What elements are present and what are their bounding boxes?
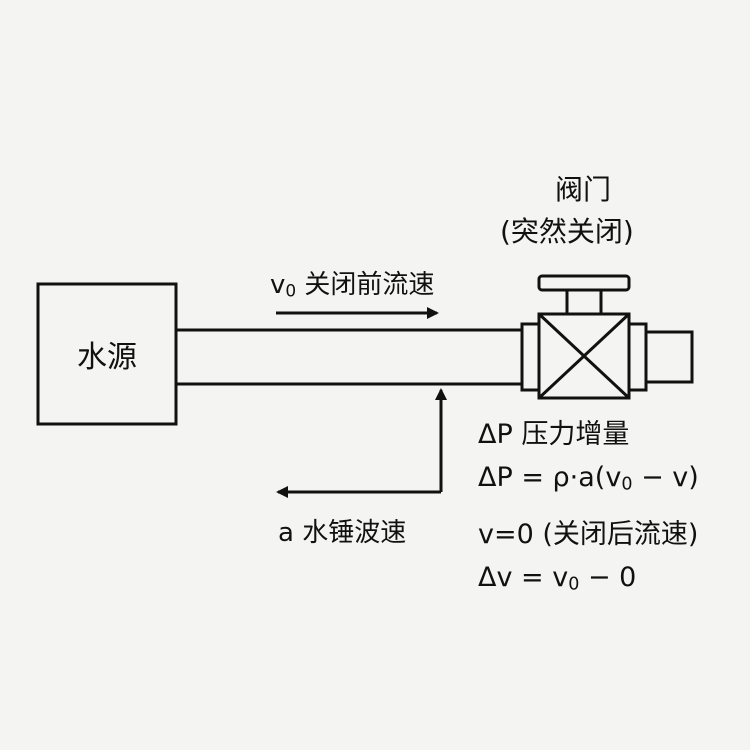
valve-title: 阀门 bbox=[555, 173, 612, 206]
equation-part: − v) bbox=[632, 462, 699, 493]
final-velocity-equation: v=0 (关闭后流速) bbox=[478, 519, 699, 550]
velocity-change-equation: Δv = v0 − 0 bbox=[478, 562, 636, 595]
water-source-label: 水源 bbox=[77, 340, 137, 375]
flow-velocity-text: 关闭前流速 bbox=[296, 270, 435, 300]
pipe bbox=[176, 328, 522, 386]
valve-cross-line bbox=[537, 312, 631, 400]
valve bbox=[520, 274, 694, 400]
valve-note: (突然关闭) bbox=[500, 215, 634, 248]
equation-subscript: 0 bbox=[568, 574, 580, 595]
wave-speed-label: a 水锤波速 bbox=[278, 518, 407, 548]
valve-outlet-pipe bbox=[644, 330, 694, 384]
water-source-box bbox=[36, 282, 178, 426]
equation-part: − 0 bbox=[579, 562, 637, 593]
pressure-increase-label: ΔP 压力增量 bbox=[478, 419, 630, 450]
equation-part: Δv = v bbox=[478, 562, 569, 593]
flow-velocity-subscript: 0 bbox=[285, 280, 297, 301]
joukowsky-equation: ΔP = ρ·a(v0 − v) bbox=[478, 462, 699, 495]
valve-outlet-flange bbox=[627, 322, 648, 392]
valve-stem bbox=[565, 288, 603, 316]
flow-velocity-symbol: v bbox=[270, 270, 286, 300]
equation-subscript: 0 bbox=[621, 474, 633, 495]
valve-inlet-flange bbox=[520, 322, 541, 392]
valve-handwheel bbox=[537, 274, 631, 292]
flow-velocity-label: v0 关闭前流速 bbox=[270, 264, 434, 301]
equation-part: ΔP = ρ·a(v bbox=[478, 462, 622, 493]
